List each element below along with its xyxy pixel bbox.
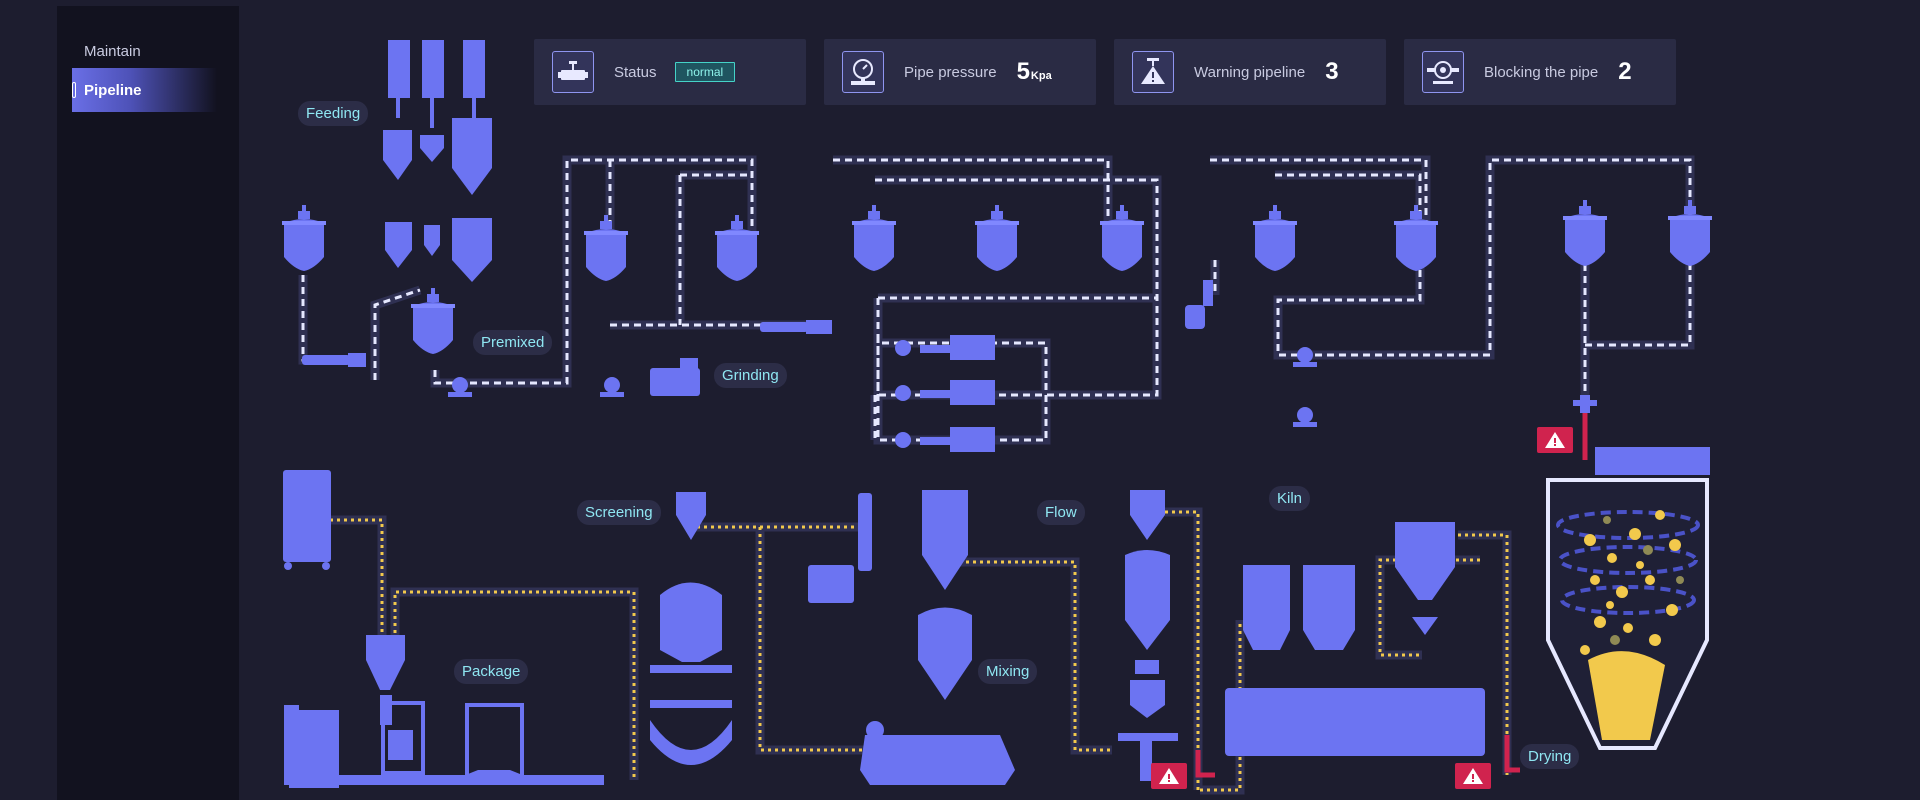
- warning-pipeline-label: Warning pipeline: [1194, 63, 1306, 81]
- pipe-pressure-unit: Kpa: [1030, 70, 1052, 82]
- white-pipes: [298, 155, 1695, 445]
- pipe-pressure-value: 5Kpa: [1016, 58, 1052, 85]
- pressure-gauge-icon: [842, 51, 884, 93]
- status-badge: normal: [674, 62, 736, 82]
- label-package: Package: [454, 659, 529, 684]
- sidebar: Maintain Pipeline: [57, 6, 239, 800]
- sidebar-item-label: Pipeline: [84, 81, 142, 99]
- label-mixing: Mixing: [978, 659, 1038, 684]
- status-card: Status normal: [534, 39, 806, 105]
- label-kiln: Kiln: [1269, 486, 1311, 511]
- dryer-vessel: [1546, 478, 1709, 750]
- alarm-warning-icon[interactable]: [1455, 763, 1491, 789]
- label-flow: Flow: [1037, 500, 1085, 525]
- sidebar-item-label: Maintain: [84, 42, 141, 60]
- sidebar-item-maintain[interactable]: Maintain: [57, 29, 217, 73]
- label-grinding: Grinding: [714, 363, 787, 388]
- status-label: Status: [614, 63, 657, 81]
- label-drying: Drying: [1520, 744, 1580, 769]
- alarm-warning-icon[interactable]: [1537, 427, 1573, 453]
- blocking-pipe-card: Blocking the pipe 2: [1404, 39, 1676, 105]
- pipe-pressure-card: Pipe pressure 5Kpa: [824, 39, 1096, 105]
- blocking-pipe-value: 2: [1618, 58, 1632, 85]
- feeding-tanks: [383, 40, 492, 282]
- sidebar-item-pipeline[interactable]: Pipeline: [72, 68, 217, 112]
- warning-pipeline-card: Warning pipeline 3: [1114, 39, 1386, 105]
- warning-pipeline-value: 3: [1325, 58, 1339, 85]
- valve-icon: [552, 51, 594, 93]
- blocking-pipe-label: Blocking the pipe: [1484, 63, 1599, 81]
- pipe-pressure-label: Pipe pressure: [904, 63, 997, 81]
- pump-icon: [1422, 51, 1464, 93]
- label-screening: Screening: [577, 500, 661, 525]
- label-feeding: Feeding: [298, 101, 369, 126]
- warning-valve-icon: [1132, 51, 1174, 93]
- alarm-warning-icon[interactable]: [1151, 763, 1187, 789]
- label-premixed: Premixed: [473, 330, 553, 355]
